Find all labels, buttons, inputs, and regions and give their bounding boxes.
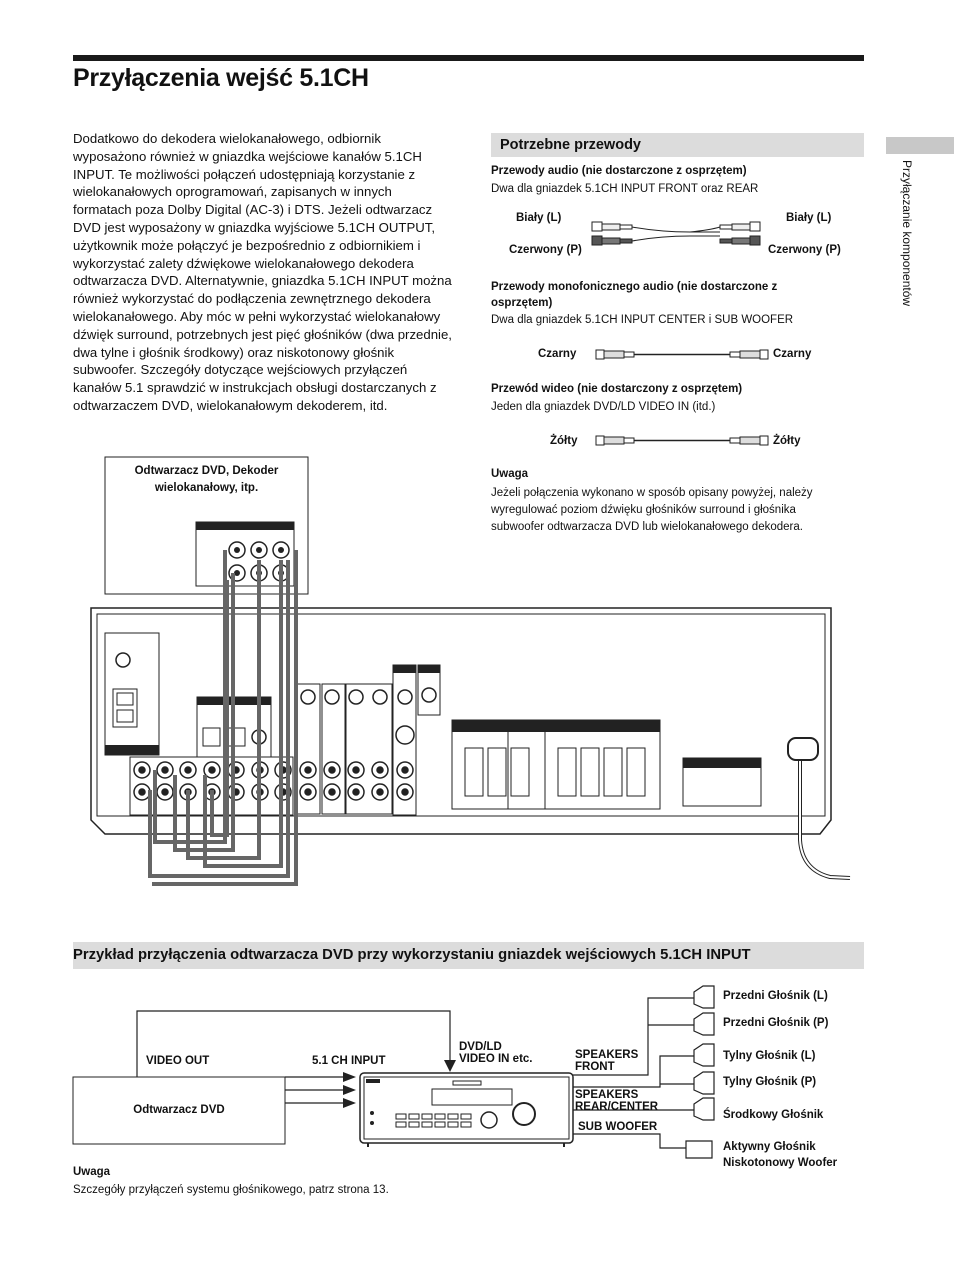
rca-jack-center [138,766,146,774]
speaker-rear-right: Tylny Głośnik (P) [723,1076,817,1088]
rca-jack-center [352,766,360,774]
connection-cables [148,550,298,886]
rca-jack-center [328,766,336,774]
rca-jack-center [352,788,360,796]
cables-section-title: Potrzebne przewody [500,137,641,153]
video-right-label: Żółty [773,435,801,447]
rca-jack-center [208,766,216,774]
rca-jack-center [401,788,409,796]
cables-section-bar [491,133,864,157]
example-note-title: Uwaga [73,1166,111,1178]
side-tab-label: Przyłączanie komponentów [900,160,914,307]
video-left-label: Żółty [550,435,578,447]
rca-jack-center [138,788,146,796]
audio-right-top-label: Biały (L) [786,212,832,224]
title-rule [73,55,864,61]
ch-input-label: 5.1 CH INPUT [312,1055,386,1067]
rca-jack-center [401,766,409,774]
mono-left-label: Czarny [538,348,577,360]
side-tab-marker [886,137,954,154]
audio-left-bottom-label: Czerwony (P) [509,244,582,256]
source-device-label-1: Odtwarzacz DVD, Dekoder [134,465,279,477]
video-jack [397,689,413,705]
mono-cable-title-2: osprzętem) [491,297,553,309]
video-out-label: VIDEO OUT [146,1055,210,1067]
rca-jack-center [184,766,192,774]
video-cable-title: Przewód wideo (nie dostarczony z osprzęt… [491,383,743,395]
rca-jack-center [328,788,336,796]
audio-left-top-label: Biały (L) [516,212,562,224]
example-note-text: Szczegóły przyłączeń systemu głośnikoweg… [73,1184,389,1196]
video-jack [348,689,364,705]
audio-cable-title: Przewody audio (nie dostarczone z osprzę… [491,165,747,177]
rca-jack-center [304,788,312,796]
rca-jack-center [376,788,384,796]
cables-note-title: Uwaga [491,468,529,480]
video-jack [324,689,340,705]
mono-cable-desc: Dwa dla gniazdek 5.1CH INPUT CENTER i SU… [491,314,794,326]
rca-jack-center [161,788,169,796]
speaker-wires [573,997,694,1149]
rca-jack-center [304,766,312,774]
cables-note-line-1: Jeżeli połączenia wykonano w sposób opis… [491,487,813,499]
cables-note-line-3: subwoofer odtwarzacza DVD lub wielokanał… [491,521,803,533]
audio-cable-desc: Dwa dla gniazdek 5.1CH INPUT FRONT oraz … [491,183,759,195]
video-cable-desc: Jeden dla gniazdek DVD/LD VIDEO IN (itd.… [491,401,716,413]
mono-right-label: Czarny [773,348,812,360]
dvd-player-label: Odtwarzacz DVD [133,1104,225,1116]
stereo-audio-cable-illustration [591,221,761,246]
mono-audio-cable-illustration [595,349,769,360]
intro-paragraph: Dodatkowo do dekodera wielokanałowego, o… [73,131,452,413]
speaker-front-left: Przedni Głośnik (L) [723,990,828,1002]
dvd-player-box [72,1076,286,1145]
speakers-rear-label-1: SPEAKERS [575,1089,639,1101]
speaker-front-right: Przedni Głośnik (P) [723,1017,829,1029]
mono-cable-title-1: Przewody monofonicznego audio (nie dosta… [491,281,778,293]
speaker-subwoofer-1: Aktywny Głośnik [723,1141,816,1153]
speakers-rear-label-2: REAR/CENTER [575,1101,659,1113]
video-jack [372,689,388,705]
dvd-ld-label-2: VIDEO IN etc. [459,1053,533,1065]
cables-note-line-2: wyregulować poziom dźwięku głośników sur… [491,504,796,516]
speaker-subwoofer-2: Niskotonowy Woofer [723,1157,838,1169]
video-jack [300,689,316,705]
example-section-title: Przykład przyłączenia odtwarzacza DVD pr… [73,947,751,963]
sub-woofer-label: SUB WOOFER [578,1121,658,1133]
speaker-rear-left: Tylny Głośnik (L) [723,1050,816,1062]
page-title: Przyłączenia wejść 5.1CH [73,64,369,92]
speakers-front-label-2: FRONT [575,1061,615,1073]
speaker-center: Środkowy Głośnik [723,1109,824,1121]
dvd-ld-label-1: DVD/LD [459,1041,502,1053]
source-device-label-2: wielokanałowy, itp. [154,482,259,494]
speakers-front-label-1: SPEAKERS [575,1049,639,1061]
rca-jack-center [161,766,169,774]
audio-right-bottom-label: Czerwony (P) [768,244,841,256]
rca-jack-center [376,766,384,774]
video-cable-illustration [595,435,769,446]
